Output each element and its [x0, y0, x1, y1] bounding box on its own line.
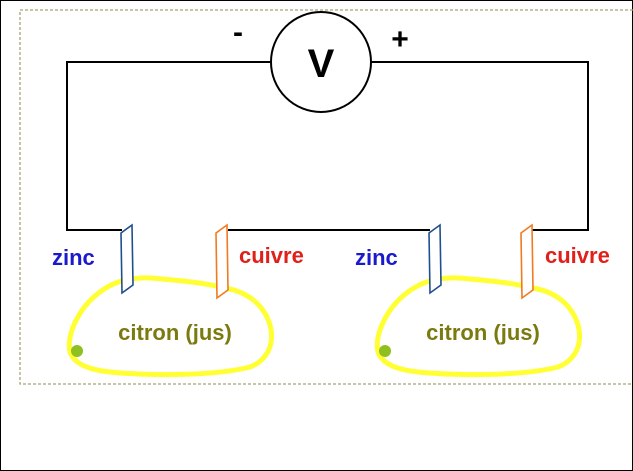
wire-right: [370, 61, 589, 231]
plus-terminal-label: +: [391, 23, 409, 56]
lemon-2-outline: [374, 275, 583, 378]
copper-plate-2: [520, 223, 534, 300]
voltmeter-circle: [270, 11, 372, 113]
zinc-label-1: zinc: [52, 245, 95, 270]
copper-label-1: cuivre: [239, 243, 304, 268]
voltmeter-symbol: V: [308, 42, 335, 86]
lemon-2: citron (jus): [374, 275, 583, 378]
minus-terminal-label: -: [233, 16, 243, 49]
zinc-plate-1: [120, 223, 134, 295]
zinc-label-2: zinc: [355, 245, 398, 270]
dashed-border: [19, 9, 633, 385]
lemon-1: citron (jus): [66, 275, 275, 378]
lemon-1-label: citron (jus): [118, 320, 232, 345]
voltmeter: V: [270, 11, 372, 113]
copper-label-2: cuivre: [545, 243, 610, 268]
lemon-1-outline: [66, 275, 275, 378]
zinc-plate-2: [428, 223, 442, 295]
lemon-2-label: citron (jus): [426, 320, 540, 345]
wire-left: [66, 61, 272, 231]
copper-plate-1: [215, 223, 229, 300]
lemon-1-tip: [71, 345, 83, 357]
lemon-2-tip: [379, 345, 391, 357]
